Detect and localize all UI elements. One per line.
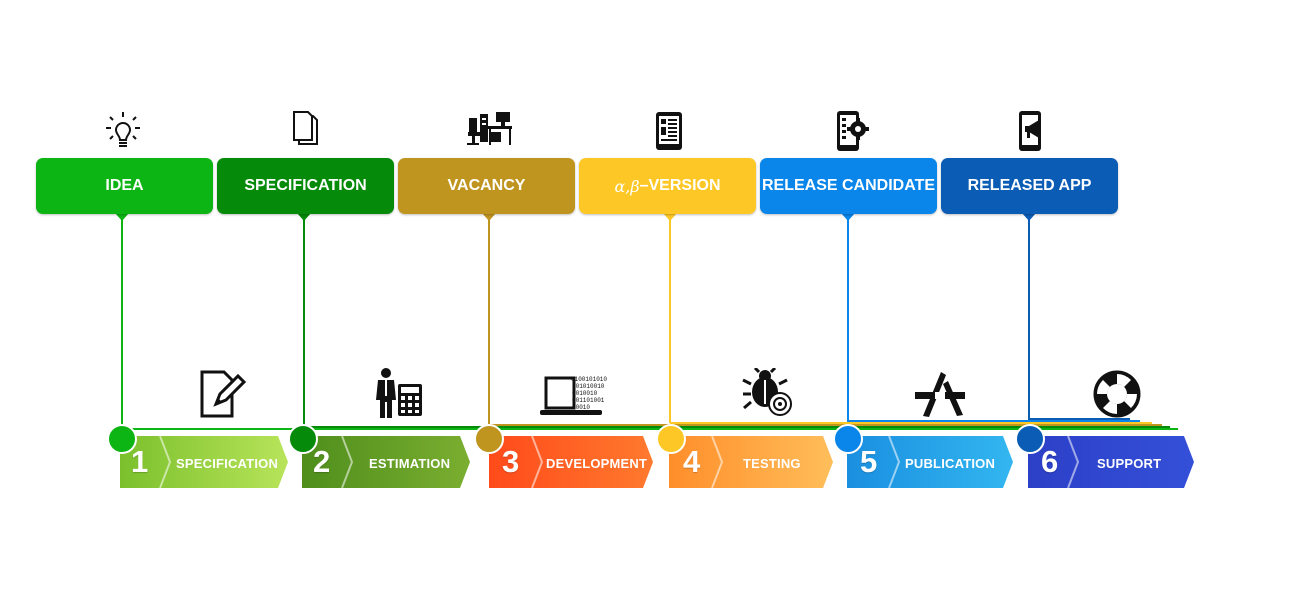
- documents-icon: [293, 111, 318, 145]
- businessman-calculator-icon: [376, 368, 422, 418]
- stage-label-1: SPECIFICATION: [176, 456, 279, 471]
- pointer-6: [1022, 213, 1036, 221]
- binary-line-4: 001101001: [572, 397, 605, 404]
- binary-line-3: 0010010: [572, 390, 598, 397]
- stage-number-5: 5: [860, 444, 878, 479]
- timeline-line-blue: [847, 214, 1140, 422]
- milestone-label: –VERSION: [639, 177, 721, 194]
- stage-arrow-4: [669, 435, 833, 489]
- pointer-2: [297, 213, 311, 221]
- milestone-specification: SPECIFICATION: [217, 158, 394, 214]
- stage-arrow-3: [489, 435, 653, 489]
- stage-number-4: 4: [683, 444, 701, 479]
- pointer-5: [841, 213, 855, 221]
- lifebuoy-icon: [1093, 370, 1141, 418]
- phone-settings-icon: [837, 111, 869, 151]
- stage-label-2: ESTIMATION: [369, 456, 451, 471]
- lightbulb-icon: [106, 112, 140, 147]
- milestone-release-candidate: RELEASE CANDIDATE: [760, 158, 937, 214]
- milestone-released-app: RELEASED APP: [941, 158, 1118, 214]
- timeline-dot-5: [833, 424, 863, 454]
- milestone-version: α,β–VERSION: [579, 158, 756, 214]
- binary-line-5: 00010: [572, 404, 590, 411]
- pointer-1: [115, 213, 129, 221]
- stage-label-5: PUBLICATION: [905, 456, 996, 471]
- stage-arrow-6: [1028, 435, 1194, 489]
- milestone-label: IDEA: [105, 177, 144, 194]
- milestone-vacancy: VACANCY: [398, 158, 575, 214]
- laptop-binary-icon: 0100101010 101010010 0010010 001101001 0…: [540, 376, 607, 415]
- stage-label-4: TESTING: [743, 456, 801, 471]
- stage-arrow-5: [847, 435, 1013, 489]
- edit-document-icon: [200, 370, 247, 418]
- pointer-3: [482, 213, 496, 221]
- tablet-document-icon: [656, 112, 682, 150]
- app-store-icon: [915, 372, 965, 417]
- binary-line-2: 101010010: [572, 383, 605, 390]
- stage-label-3: DEVELOPMENT: [546, 456, 648, 471]
- stage-number-6: 6: [1041, 444, 1059, 479]
- stage-number-3: 3: [502, 444, 520, 479]
- stage-label-6: SUPPORT: [1097, 456, 1162, 471]
- stage-number-1: 1: [131, 444, 149, 479]
- timeline-line-navy: [1028, 214, 1130, 420]
- timeline-dot-1: [107, 424, 137, 454]
- timeline-dot-2: [288, 424, 318, 454]
- milestone-label: RELEASE CANDIDATE: [761, 177, 936, 194]
- milestone-label-prefix: α,β: [614, 176, 640, 196]
- binary-line-1: 0100101010: [571, 376, 607, 383]
- milestone-label: SPECIFICATION: [244, 177, 367, 194]
- phone-megaphone-icon: [1019, 111, 1041, 151]
- stage-arrow-2: [302, 435, 470, 489]
- stage-arrow-1: [120, 435, 288, 489]
- milestone-idea: IDEA: [36, 158, 213, 214]
- pointer-4: [663, 213, 677, 221]
- timeline-dot-4: [656, 424, 686, 454]
- timeline-dot-3: [474, 424, 504, 454]
- bug-target-icon: [742, 368, 792, 416]
- office-workplace-icon: [467, 112, 512, 145]
- stage-number-2: 2: [313, 444, 331, 479]
- timeline-dot-6: [1015, 424, 1045, 454]
- milestone-label: RELEASED APP: [967, 177, 1092, 194]
- milestone-label: VACANCY: [447, 177, 526, 194]
